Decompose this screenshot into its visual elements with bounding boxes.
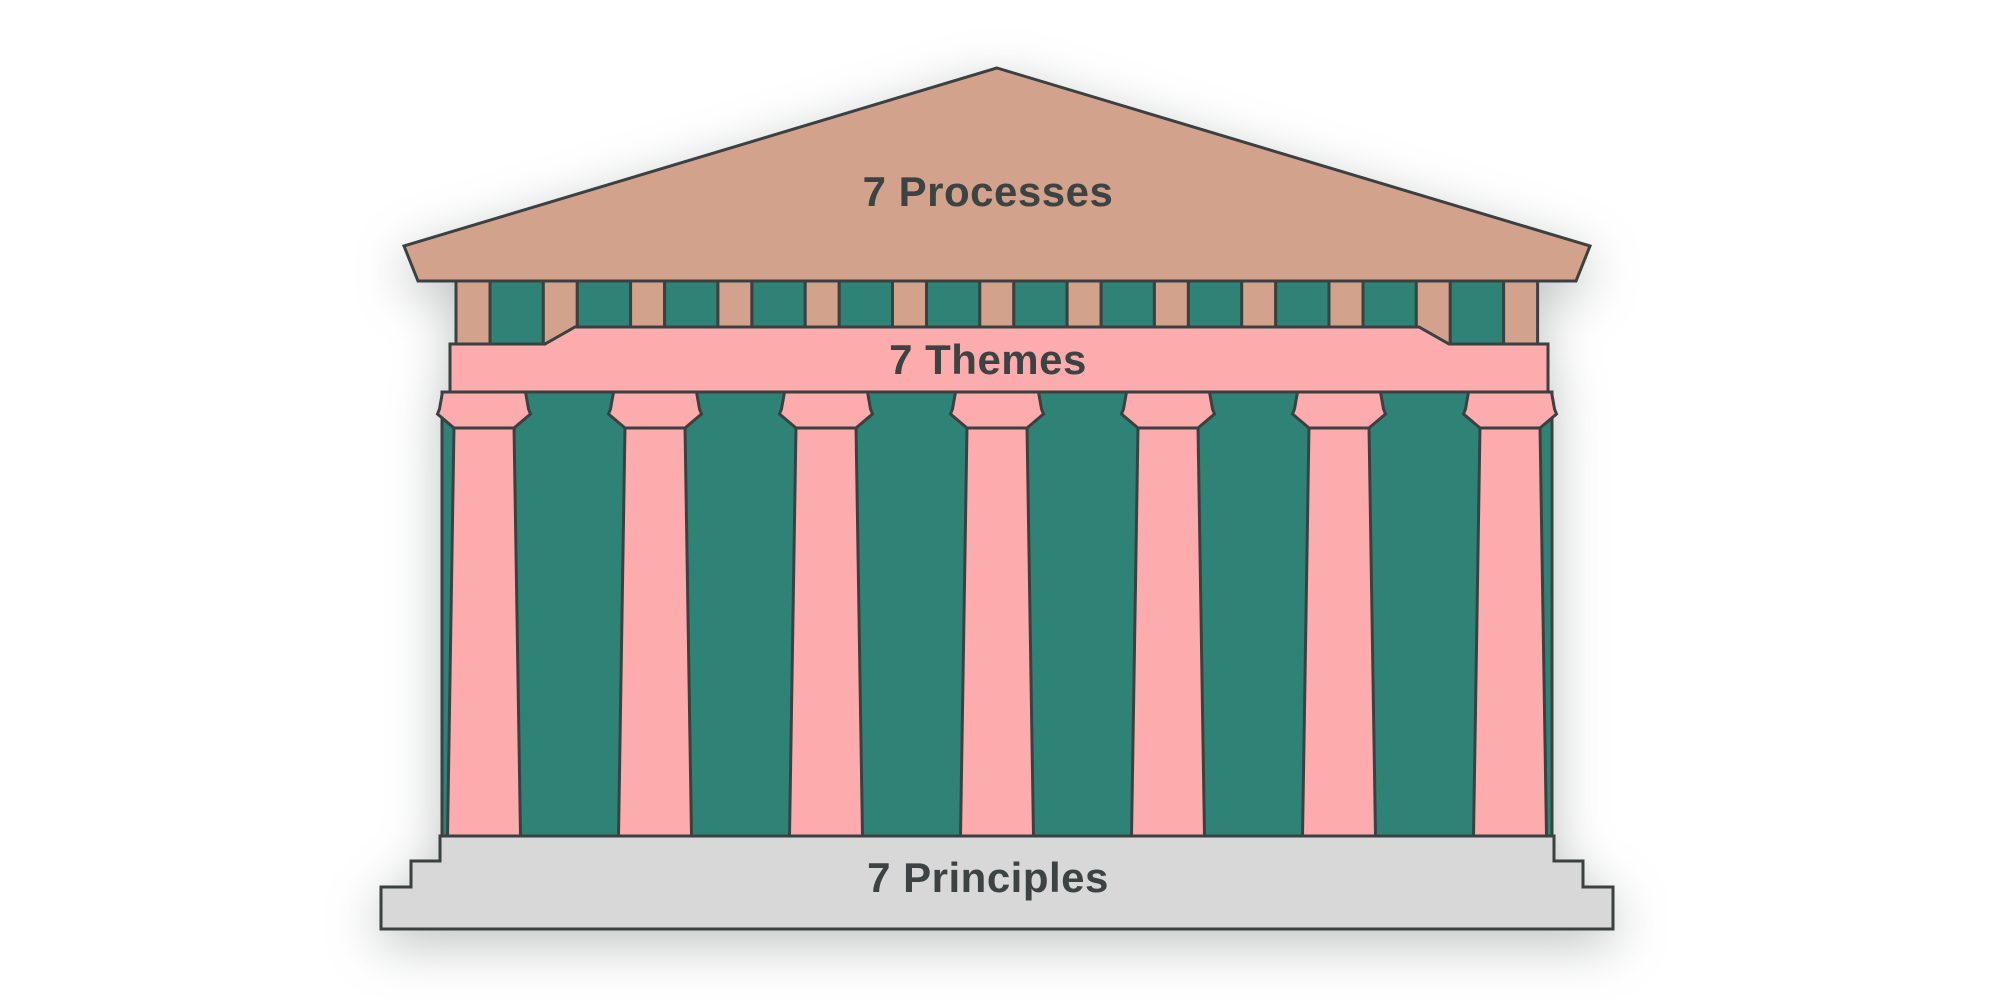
architrave-label: 7 Themes <box>889 336 1087 383</box>
column-shaft <box>958 424 1036 838</box>
frieze-block-tan <box>1502 279 1540 346</box>
colonnade <box>435 390 1559 838</box>
column-shaft <box>787 424 865 838</box>
pediment <box>401 66 1593 283</box>
column-shaft <box>1300 424 1378 838</box>
base-label: 7 Principles <box>867 854 1109 901</box>
architrave-band <box>448 325 1550 394</box>
column-capital <box>777 390 875 430</box>
column-shaft <box>1129 424 1207 838</box>
column-capital <box>606 390 704 430</box>
frieze-block-tan <box>454 279 492 346</box>
column-capital <box>1461 390 1559 430</box>
column-shaft <box>445 424 523 838</box>
column-capital <box>1290 390 1388 430</box>
column-shaft <box>1471 424 1549 838</box>
temple-group: 7 Processes 7 Themes 7 Principles <box>379 66 1615 931</box>
base-platform <box>379 834 1615 931</box>
frieze-block-teal <box>488 279 545 346</box>
frieze-block-teal <box>1448 279 1506 346</box>
column-capital <box>435 390 533 430</box>
pediment-label: 7 Processes <box>863 168 1114 215</box>
column-capital <box>948 390 1046 430</box>
column-capital <box>1119 390 1217 430</box>
column-shaft <box>616 424 694 838</box>
